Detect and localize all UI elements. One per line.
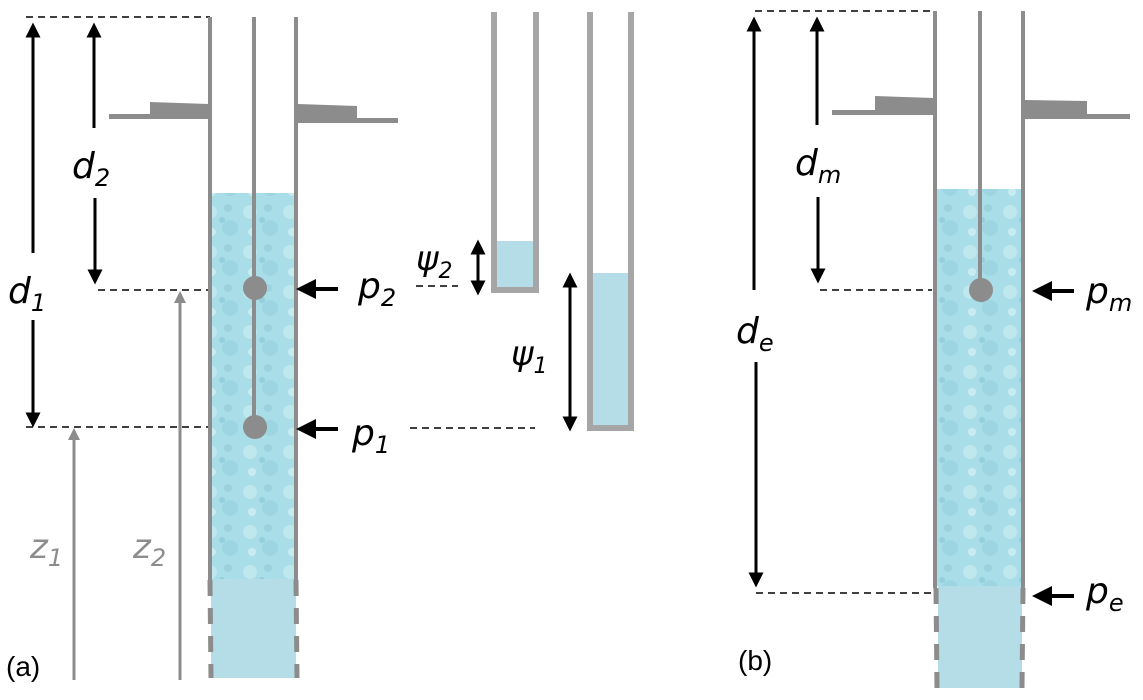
- de-label: de: [736, 311, 774, 357]
- sensor-pm: [969, 278, 993, 302]
- z2-label: z2: [132, 527, 166, 572]
- screen-right-wall-b: [1019, 587, 1026, 689]
- psi2-label: ψ2: [416, 239, 452, 284]
- pe-label: pe: [1085, 571, 1124, 617]
- screen-water-b: [938, 586, 1022, 688]
- z1-label: z1: [29, 527, 63, 572]
- screen-right-wall: [293, 579, 300, 679]
- tube2-water: [497, 241, 533, 288]
- d2-label: d2: [72, 146, 110, 192]
- panel-b: de dm pm pe (b): [736, 10, 1132, 689]
- tube2-wall: [491, 12, 539, 293]
- screen-water: [211, 579, 296, 678]
- dm-label: dm: [795, 143, 841, 189]
- panel-b-caption: (b): [738, 645, 772, 676]
- p2-label: p2: [357, 266, 396, 312]
- ground-surface-b: [832, 96, 1130, 119]
- sensor-p2: [243, 276, 267, 300]
- ground-surface: [109, 102, 398, 123]
- sensor-p1: [243, 415, 267, 439]
- tube1-wall: [587, 12, 634, 431]
- screen-left-wall: [207, 579, 214, 679]
- tube1-water: [593, 273, 628, 425]
- piezometer-tube-1: [587, 12, 634, 431]
- screen-left-wall-b: [933, 587, 940, 689]
- p1-label: p1: [351, 413, 390, 459]
- panel-a-caption: (a): [6, 651, 40, 682]
- psi1-label: ψ1: [511, 334, 547, 379]
- piezometer-tube-2: [491, 12, 539, 293]
- panel-a: d1 d2 z1 z2 p2 p1 ψ2 ψ1: [6, 12, 634, 682]
- d1-label: d1: [8, 271, 46, 317]
- pm-label: pm: [1085, 271, 1132, 317]
